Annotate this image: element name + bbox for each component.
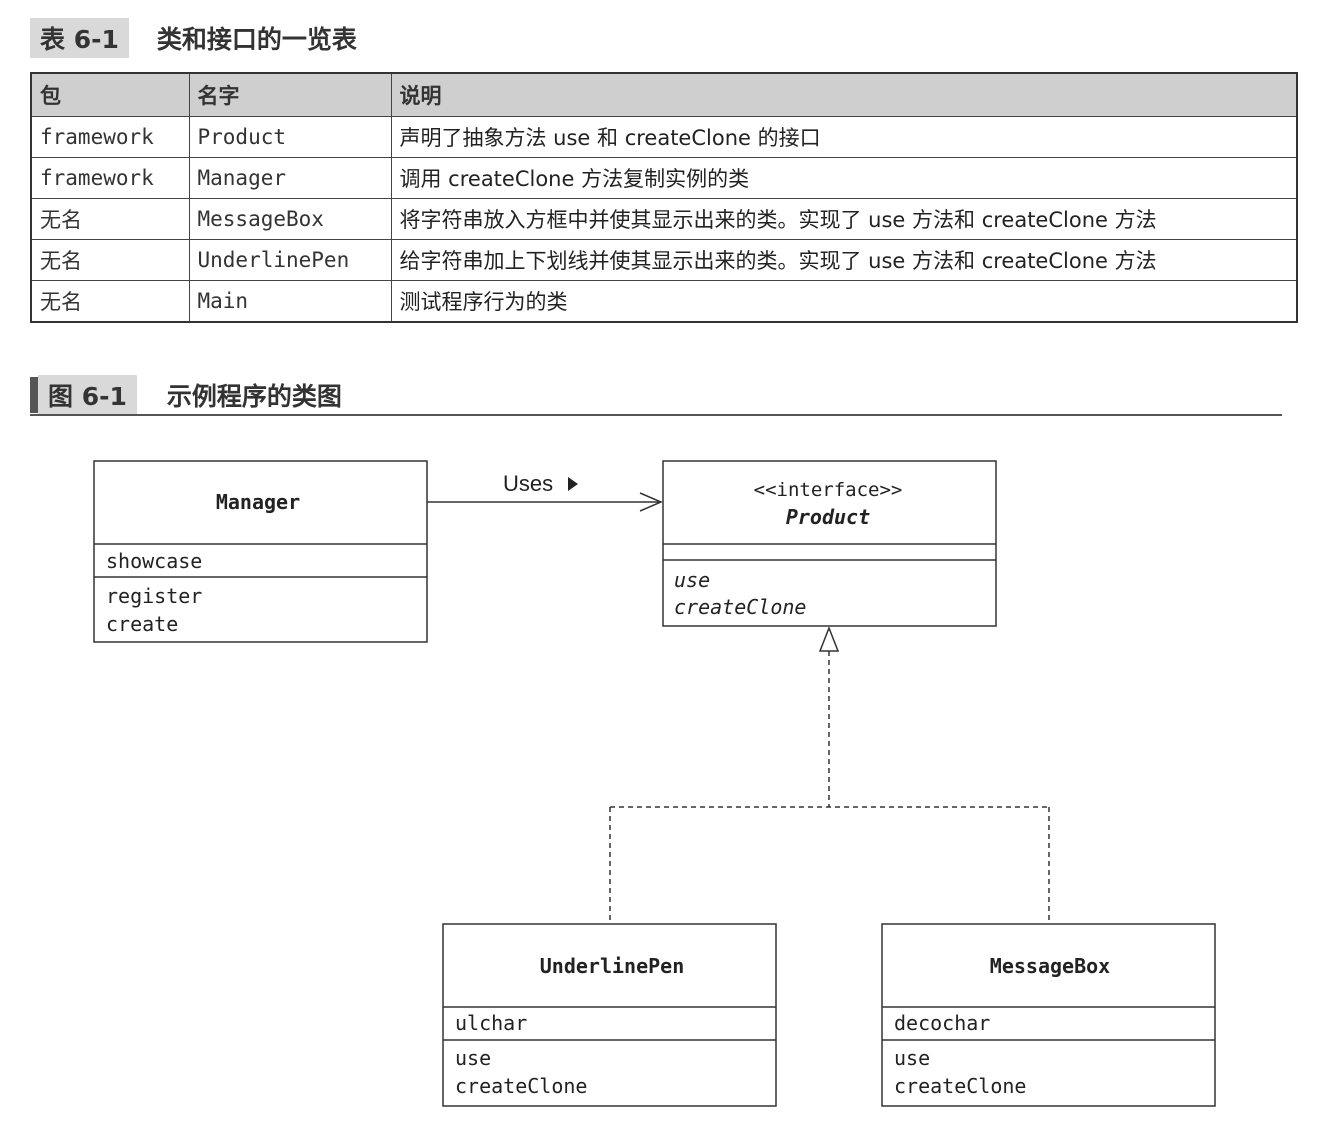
uses-association: Uses xyxy=(427,471,663,512)
header-name: 名字 xyxy=(188,72,392,117)
caption-bar xyxy=(30,377,38,413)
realization-connector xyxy=(609,625,1050,924)
underlinepen-class-name: UnderlinePen xyxy=(540,954,685,978)
messagebox-class: MessageBox decochar use createClone xyxy=(881,923,1216,1107)
hollow-triangle-arrowhead xyxy=(818,625,840,652)
cell-description: 将字符串放入方框中并使其显示出来的类。实现了 use 方法和 createClo… xyxy=(390,198,1298,240)
open-arrowhead xyxy=(639,492,663,512)
cell-package: framework xyxy=(30,116,190,158)
manager-class-name: Manager xyxy=(216,490,300,514)
figure-rule xyxy=(30,414,1282,416)
direction-triangle-icon xyxy=(568,477,578,491)
cell-name: Product xyxy=(188,116,392,158)
cell-package: framework xyxy=(30,157,190,199)
messagebox-class-name: MessageBox xyxy=(990,954,1110,978)
table-caption: 表 6-1 类和接口的一览表 xyxy=(30,18,357,58)
table-header-row: 包 名字 说明 xyxy=(30,72,1298,117)
manager-method: create xyxy=(106,612,178,636)
table-row: framework Product 声明了抽象方法 use 和 createCl… xyxy=(30,116,1298,158)
manager-field: showcase xyxy=(106,549,202,573)
table-row: framework Manager 调用 createClone 方法复制实例的… xyxy=(30,157,1298,199)
underlinepen-class: UnderlinePen ulchar use createClone xyxy=(442,923,777,1107)
manager-class: Manager showcase register create xyxy=(93,460,428,643)
header-description: 说明 xyxy=(390,72,1298,117)
underlinepen-field: ulchar xyxy=(455,1011,527,1035)
cell-package: 无名 xyxy=(30,198,190,240)
table-row: 无名 MessageBox 将字符串放入方框中并使其显示出来的类。实现了 use… xyxy=(30,198,1298,240)
header-package: 包 xyxy=(30,72,190,117)
cell-description: 声明了抽象方法 use 和 createClone 的接口 xyxy=(390,116,1298,158)
underlinepen-method: createClone xyxy=(455,1074,587,1098)
table-row: 无名 UnderlinePen 给字符串加上下划线并使其显示出来的类。实现了 u… xyxy=(30,239,1298,281)
manager-method: register xyxy=(106,584,202,608)
figure-number: 图 6-1 xyxy=(38,375,137,415)
figure-title: 示例程序的类图 xyxy=(166,382,342,411)
cell-package: 无名 xyxy=(30,239,190,281)
messagebox-method: createClone xyxy=(894,1074,1026,1098)
product-method: use xyxy=(674,568,710,592)
cell-name: Main xyxy=(188,280,392,323)
cell-description: 给字符串加上下划线并使其显示出来的类。实现了 use 方法和 createClo… xyxy=(390,239,1298,281)
table-number: 表 6-1 xyxy=(30,18,129,58)
table-row: 无名 Main 测试程序行为的类 xyxy=(30,280,1298,323)
table-title: 类和接口的一览表 xyxy=(156,25,357,54)
messagebox-field: decochar xyxy=(894,1011,990,1035)
cell-package: 无名 xyxy=(30,280,190,323)
cell-name: UnderlinePen xyxy=(188,239,392,281)
messagebox-method: use xyxy=(894,1046,930,1070)
cell-description: 调用 createClone 方法复制实例的类 xyxy=(390,157,1298,199)
uses-label: Uses xyxy=(503,471,553,496)
cell-name: MessageBox xyxy=(188,198,392,240)
underlinepen-method: use xyxy=(455,1046,491,1070)
product-interface: <<interface>> Product use createClone xyxy=(662,460,997,627)
uml-class-diagram: Manager showcase register create Uses <<… xyxy=(93,460,1216,1107)
product-stereotype: <<interface>> xyxy=(754,479,903,501)
cell-description: 测试程序行为的类 xyxy=(390,280,1298,323)
class-interface-table: 包 名字 说明 framework Product 声明了抽象方法 use 和 … xyxy=(30,72,1298,323)
figure-caption: 图 6-1 示例程序的类图 xyxy=(30,375,342,415)
cell-name: Manager xyxy=(188,157,392,199)
product-interface-name: Product xyxy=(786,505,870,529)
product-method: createClone xyxy=(674,595,806,619)
